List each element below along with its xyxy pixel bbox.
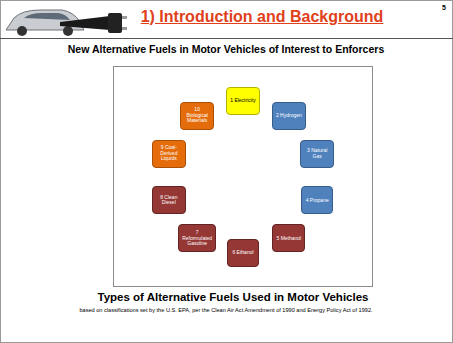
plug-head	[108, 13, 122, 33]
fuel-label: 6 Ethanol	[230, 248, 255, 258]
fuel-label: 5 Methanol	[274, 234, 303, 244]
fuel-label: 7 Reformulated Gasoline	[179, 228, 215, 249]
fuel-box: 1 Electricity	[226, 87, 260, 115]
fuel-label: 9 Coal-Derived Liquids	[153, 143, 185, 164]
fuel-box: 3 Natural Gas	[300, 140, 334, 168]
diagram-caption: Types of Alternative Fuels Used in Motor…	[98, 291, 369, 303]
subtitle: New Alternative Fuels in Motor Vehicles …	[68, 43, 384, 55]
fuel-box: 5 Methanol	[272, 224, 305, 252]
fuel-label: 4 Propane	[304, 196, 331, 206]
car-body	[6, 10, 84, 30]
page-number: 5	[442, 4, 446, 11]
fuel-box: 9 Coal-Derived Liquids	[152, 140, 186, 168]
plug-cord	[60, 16, 110, 30]
plug-pin	[122, 16, 127, 19]
car-wheel	[17, 26, 27, 36]
fuel-label: 10 Biological Materials	[181, 105, 213, 126]
header-rule	[0, 38, 453, 39]
car-plug-icon	[6, 10, 127, 36]
fuel-box: 2 Hydrogen	[272, 102, 306, 130]
fuel-box: 10 Biological Materials	[180, 102, 214, 130]
fuel-box: 4 Propane	[301, 186, 333, 214]
fuel-box: 7 Reformulated Gasoline	[178, 224, 216, 252]
car-window	[24, 13, 70, 20]
fuel-label: 3 Natural Gas	[301, 146, 333, 162]
car-wheel	[63, 26, 73, 36]
plug-pin	[122, 27, 127, 30]
source-note: based on classifications set by the U.S.…	[79, 307, 372, 313]
diagram-frame	[114, 67, 373, 287]
fuel-label: 1 Electricity	[228, 96, 258, 106]
fuel-box: 8 Clean Diesel	[152, 186, 186, 214]
slide-title: 1) Introduction and Background	[141, 8, 384, 26]
fuel-label: 8 Clean Diesel	[153, 193, 185, 209]
fuel-box: 6 Ethanol	[227, 239, 259, 267]
fuel-label: 2 Hydrogen	[274, 111, 304, 121]
